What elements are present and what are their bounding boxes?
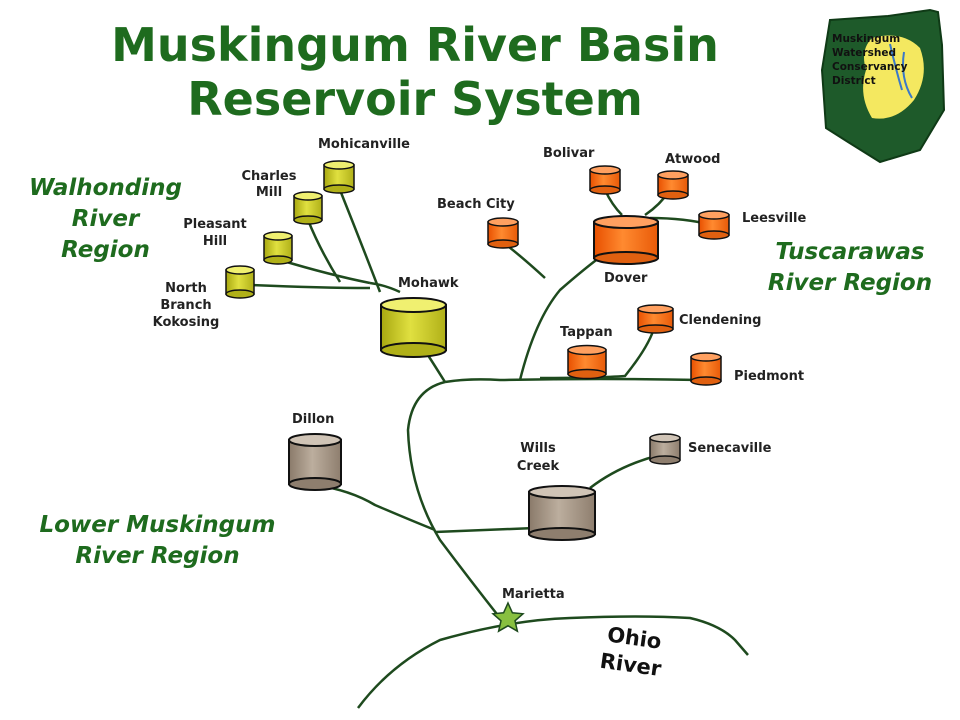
piedmont-label: Piedmont bbox=[734, 369, 804, 384]
pleasant-hill-reservoir bbox=[263, 231, 293, 265]
tuscarawas-region-label: Tuscarawas River Region bbox=[767, 239, 933, 296]
piedmont-reservoir bbox=[690, 352, 722, 386]
beach-city-reservoir bbox=[487, 217, 519, 249]
mohawk-label: Mohawk bbox=[398, 276, 459, 291]
ohio-river-label: Ohio River bbox=[598, 622, 663, 681]
svg-text:Ohio: Ohio bbox=[606, 622, 663, 653]
north-branch-label-2: Branch bbox=[160, 298, 211, 313]
mohicanville-label: Mohicanville bbox=[318, 137, 410, 152]
leesville-reservoir bbox=[698, 210, 730, 240]
dillon-label: Dillon bbox=[292, 412, 334, 427]
tappan-reservoir bbox=[567, 344, 607, 380]
logo-line-4: District bbox=[832, 75, 876, 87]
dover-label: Dover bbox=[604, 271, 648, 286]
senecaville-label: Senecaville bbox=[688, 441, 772, 456]
page-title-line-1: Muskingum River Basin bbox=[111, 18, 719, 72]
mwcd-logo: Muskingum Watershed Conservancy District bbox=[820, 8, 946, 164]
bolivar-reservoir bbox=[589, 165, 621, 195]
atwood-reservoir bbox=[657, 170, 689, 200]
clendening-reservoir bbox=[637, 304, 674, 334]
marietta-star-icon bbox=[491, 601, 525, 633]
logo-line-3: Conservancy bbox=[832, 61, 908, 73]
svg-text:River: River bbox=[598, 649, 663, 681]
tappan-label: Tappan bbox=[560, 325, 613, 340]
wills-creek-label-2: Creek bbox=[517, 459, 560, 474]
north-branch-label-3: Kokosing bbox=[153, 315, 220, 330]
charles-mill-reservoir bbox=[293, 191, 323, 225]
logo-line-1: Muskingum bbox=[832, 33, 900, 45]
leesville-label: Leesville bbox=[742, 211, 806, 226]
page-title-line-2: Reservoir System bbox=[187, 72, 643, 126]
dillon-reservoir bbox=[288, 433, 342, 491]
logo-line-2: Watershed bbox=[832, 47, 896, 59]
walhonding-region-label: Walhonding River Region bbox=[29, 175, 182, 263]
atwood-label: Atwood bbox=[665, 152, 720, 167]
lower-muskingum-region-label: Lower Muskingum River Region bbox=[39, 512, 276, 569]
dover-reservoir bbox=[593, 215, 659, 265]
north-branch-label-1: North bbox=[165, 281, 207, 296]
clendening-label: Clendening bbox=[679, 313, 761, 328]
pleasant-hill-label-2: Hill bbox=[203, 234, 227, 249]
pleasant-hill-label-1: Pleasant bbox=[183, 217, 247, 232]
wills-creek-label-1: Wills bbox=[520, 441, 556, 456]
mohicanville-reservoir bbox=[323, 160, 355, 194]
wills-creek-reservoir bbox=[528, 485, 596, 541]
charles-mill-label-1: Charles bbox=[242, 169, 297, 184]
beach-city-label: Beach City bbox=[437, 197, 515, 212]
north-branch-kokosing-reservoir bbox=[225, 265, 255, 299]
charles-mill-label-2: Mill bbox=[256, 185, 282, 200]
senecaville-reservoir bbox=[649, 433, 681, 465]
bolivar-label: Bolivar bbox=[543, 146, 595, 161]
marietta-label: Marietta bbox=[502, 587, 565, 602]
mohawk-reservoir bbox=[380, 297, 447, 358]
